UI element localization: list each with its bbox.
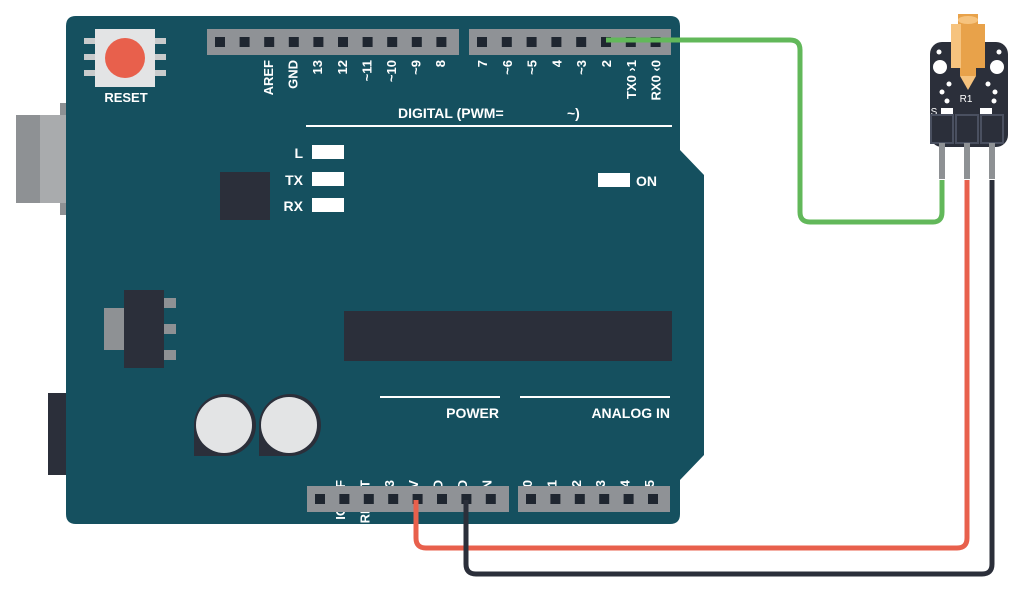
digital-right-pin-label-1: ~6 <box>500 60 515 75</box>
capacitors <box>194 394 321 457</box>
digital-right-pin-label-4: ~3 <box>574 60 589 75</box>
digital-left-pin-8 <box>411 37 422 47</box>
led-indicators: L TX RX ON <box>284 145 657 214</box>
digital-right-pin-label-7: RX0 ‹0 <box>649 60 664 100</box>
usb-chip <box>220 172 270 220</box>
analog-pin-3 <box>599 494 610 504</box>
digital-left-pin-label-6: ~9 <box>409 60 424 75</box>
digital-left-pin-label-3: 12 <box>335 60 350 74</box>
led-tx <box>312 172 344 186</box>
resistor-label: R1 <box>960 94 973 105</box>
led-on <box>598 173 630 187</box>
power-pin-4 <box>412 494 423 504</box>
power-pin-0 <box>315 494 325 504</box>
signal-label: S <box>931 107 938 118</box>
led-rx <box>312 198 344 212</box>
digital-left-pin-7 <box>387 37 398 47</box>
reset-button-cap[interactable] <box>105 38 145 78</box>
power-header <box>307 486 509 512</box>
power-label: POWER <box>446 405 499 421</box>
analog-pin-5 <box>648 494 658 504</box>
signal-wire <box>606 37 945 225</box>
analog-pin-2 <box>574 494 585 504</box>
power-pin-1 <box>339 494 350 504</box>
reset-button[interactable] <box>84 29 166 87</box>
digital-left-pin-label-4: ~11 <box>359 60 374 81</box>
digital-right-pin-1 <box>501 37 512 47</box>
power-pin-5 <box>437 494 447 504</box>
digital-right-pin-4 <box>576 37 587 47</box>
led-tx-label: TX <box>285 172 304 188</box>
analog-pin-4 <box>623 494 634 504</box>
ground-wire <box>463 180 995 577</box>
digital-right-pin-label-5: 2 <box>599 60 614 67</box>
laser-module: R1 S <box>930 14 1008 179</box>
reset-label: RESET <box>104 90 147 105</box>
digital-right-pin-label-2: ~5 <box>525 60 540 75</box>
analog-in-label: ANALOG IN <box>591 405 670 421</box>
digital-right-pin-label-0: 7 <box>475 60 490 67</box>
digital-left-pin-label-1: GND <box>286 60 301 89</box>
digital-right-pin-3 <box>551 37 562 47</box>
led-l <box>312 145 344 159</box>
digital-right-pin-label-6: TX0 ›1 <box>624 60 639 99</box>
led-l-label: L <box>294 145 303 161</box>
power-pin-2 <box>363 494 374 504</box>
digital-left-pin-label-2: 13 <box>310 60 325 74</box>
digital-left-pin-5 <box>338 37 348 47</box>
power-pin-7 <box>485 494 496 504</box>
power-wire <box>413 180 970 551</box>
digital-left-pin-6 <box>362 37 373 47</box>
analog-header <box>518 486 670 512</box>
digital-right-pin-label-3: 4 <box>549 59 564 67</box>
microcontroller-chip <box>344 311 672 361</box>
power-pin-6 <box>461 494 472 504</box>
digital-header-left <box>207 29 459 55</box>
digital-left-pin-0 <box>215 37 225 47</box>
digital-left-pin-1 <box>239 37 250 47</box>
digital-left-pin-label-0: AREF <box>261 60 276 95</box>
digital-left-pin-label-5: ~10 <box>384 60 399 82</box>
voltage-regulator <box>104 290 176 368</box>
analog-pin-1 <box>550 494 561 504</box>
digital-right-pin-2 <box>526 37 537 47</box>
digital-left-pin-2 <box>264 37 275 47</box>
digital-right-pin-0 <box>477 37 487 47</box>
arduino-board <box>66 16 704 524</box>
digital-left-pin-4 <box>313 37 324 47</box>
laser-diode <box>951 14 985 90</box>
analog-pin-0 <box>526 494 536 504</box>
on-label: ON <box>636 173 657 189</box>
digital-left-pin-9 <box>436 37 447 47</box>
digital-label: DIGITAL (PWM= <box>398 105 504 121</box>
digital-left-pin-3 <box>288 37 299 47</box>
led-rx-label: RX <box>284 198 304 214</box>
power-pin-3 <box>388 494 399 504</box>
digital-tilde-label: ~) <box>567 105 580 121</box>
digital-left-pin-label-7: 8 <box>433 60 448 67</box>
